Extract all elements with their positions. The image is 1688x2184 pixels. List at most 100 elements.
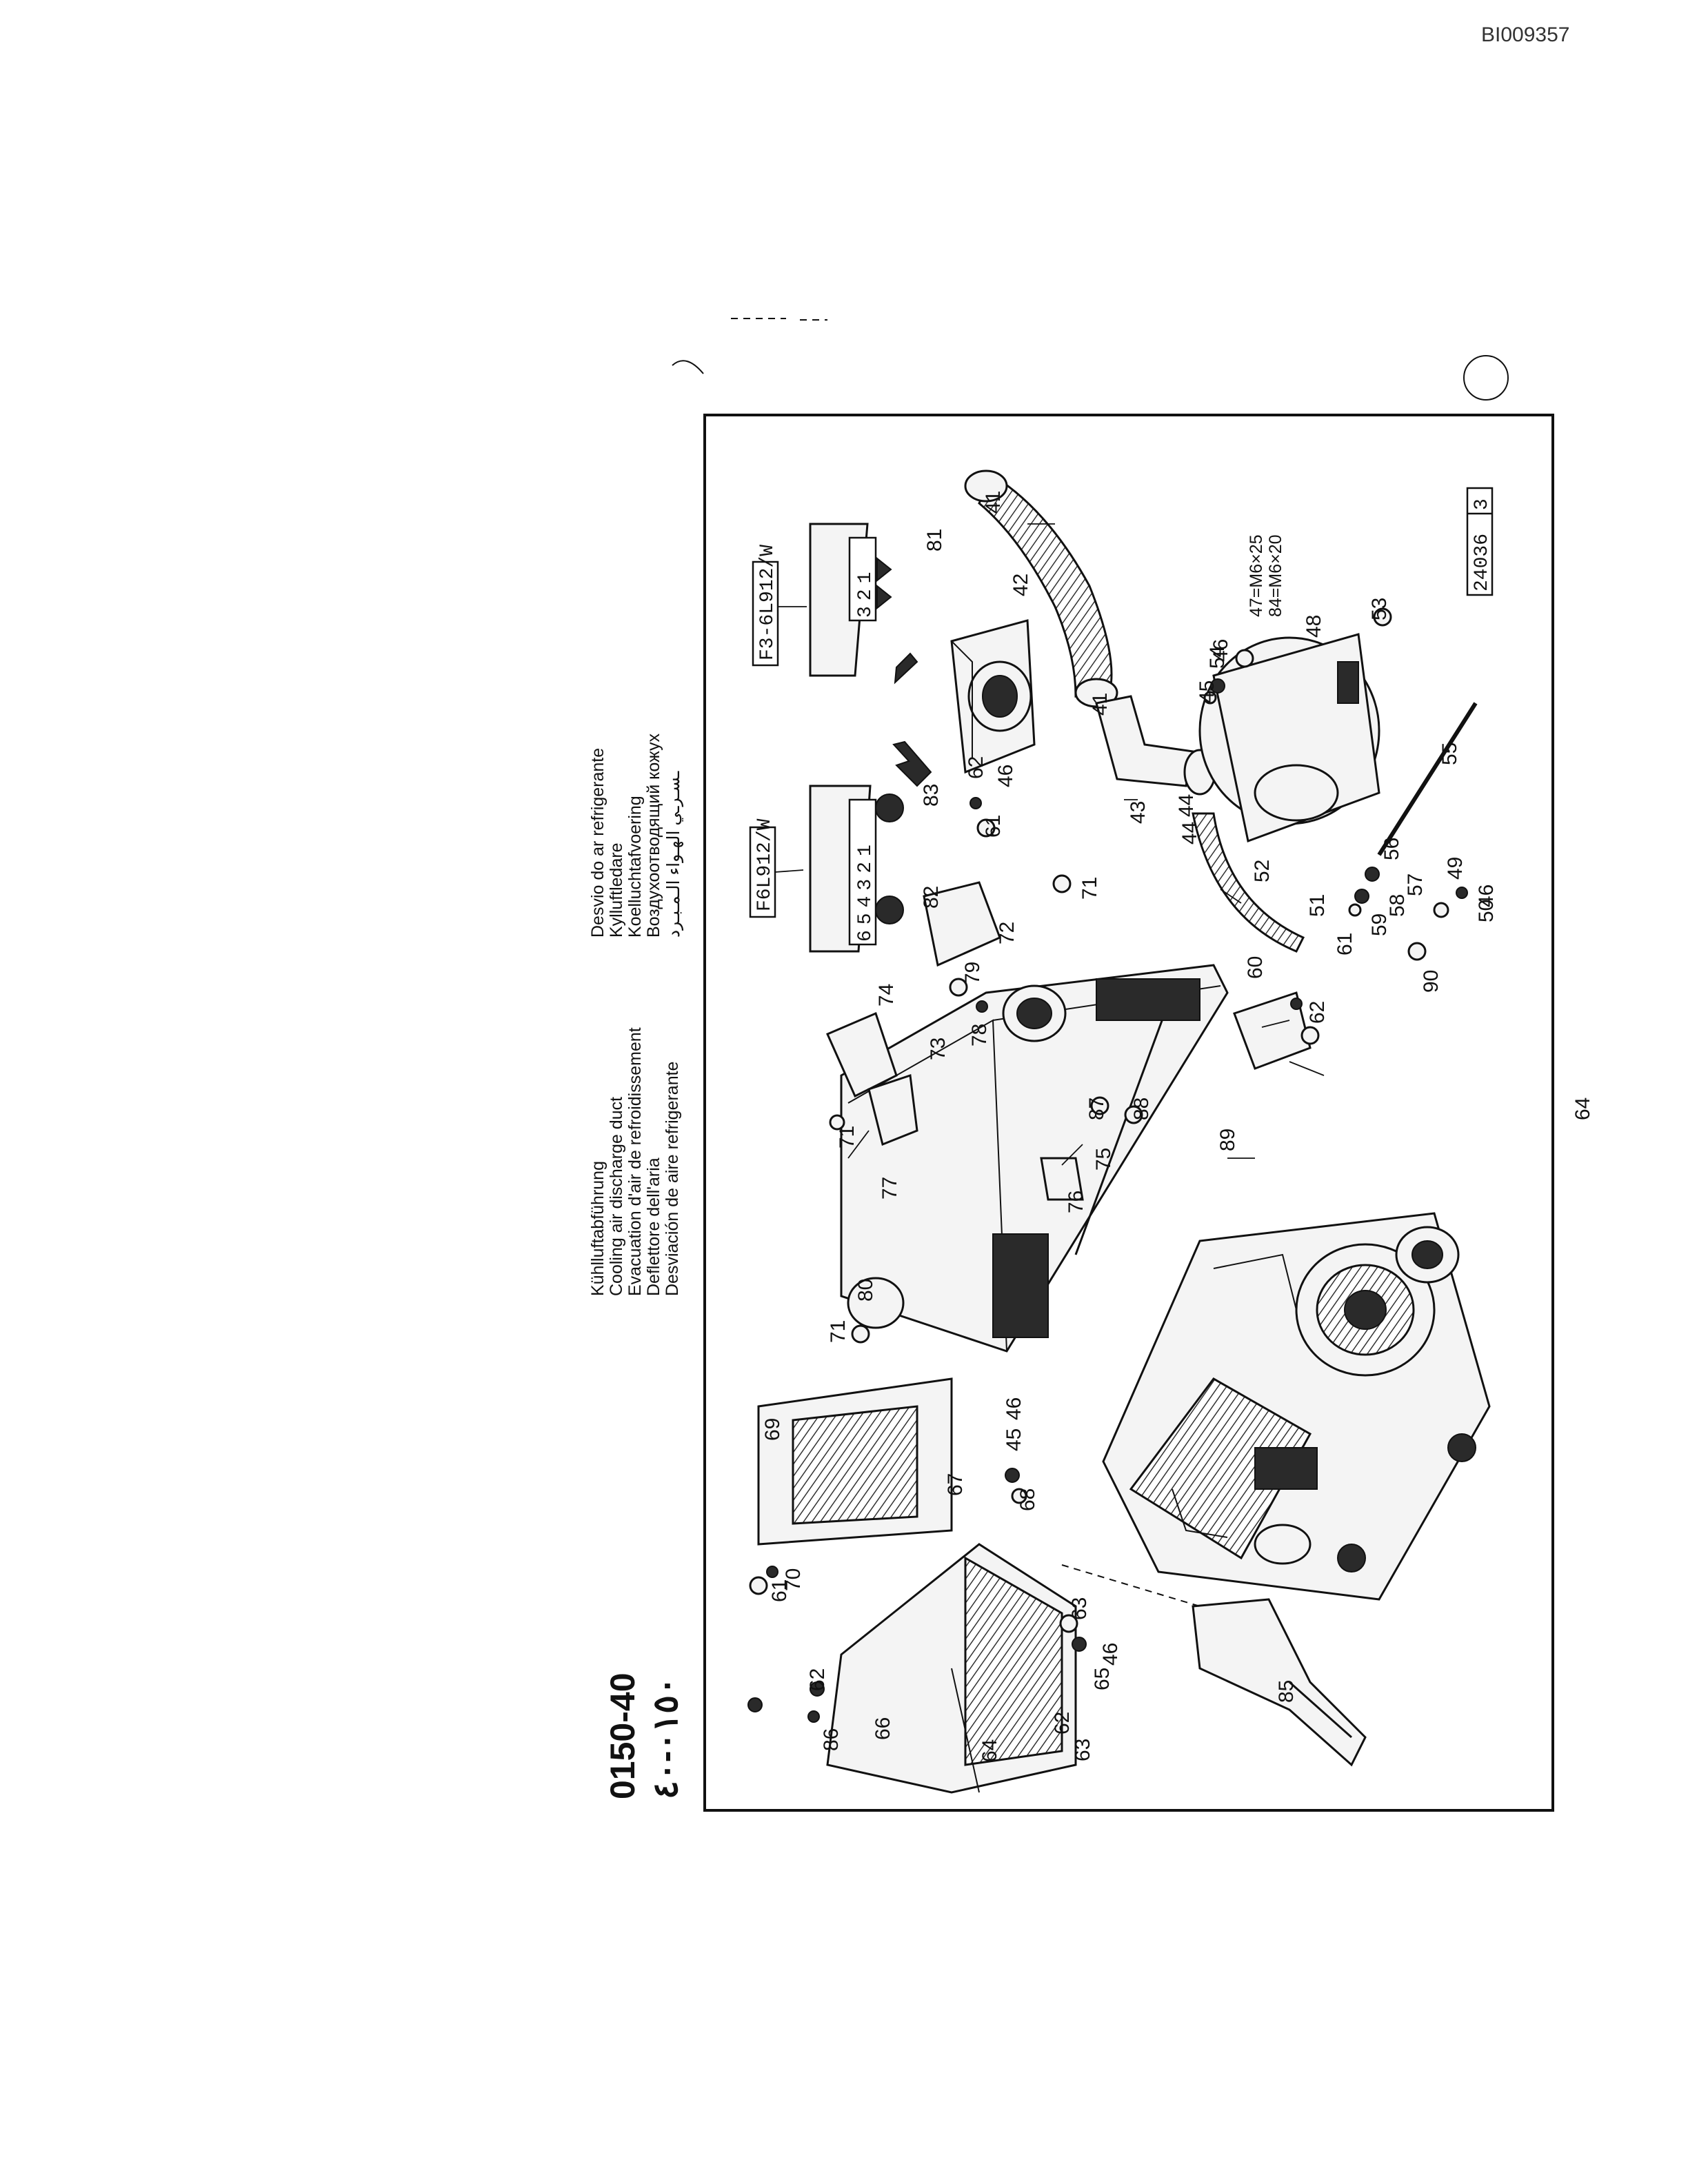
group-number: 0150-40 ٠١٥٠-٤٠ — [603, 1673, 685, 1800]
variant-box-left: F6L912/W — [749, 818, 804, 918]
callout: 44 — [1175, 794, 1198, 817]
flexible-hose — [964, 469, 1118, 708]
title-block-left: Kühlluftabführung Cooling air discharge … — [588, 1027, 682, 1296]
variant-box-right: F3-6L912/W — [752, 545, 807, 667]
title-block-right: Desvio do ar refrigerante Kylluftledare … — [588, 734, 684, 938]
callout: 53 — [1368, 598, 1391, 620]
cover-plate — [923, 881, 1001, 967]
clip-part — [1233, 991, 1312, 1070]
svg-text:٠١٥٠-٤٠: ٠١٥٠-٤٠ — [646, 1677, 685, 1799]
callout: 77 — [878, 1177, 901, 1200]
title-ru: Воздухоотводящий кожух — [644, 734, 663, 938]
callout: 62 — [1051, 1712, 1074, 1735]
title-pt: Desvio do ar refrigerante — [588, 748, 607, 938]
callout: 44 — [1178, 822, 1201, 845]
callout: 52 — [1251, 860, 1274, 882]
title-en: Cooling air discharge duct — [607, 1097, 626, 1296]
arrow-icon — [894, 652, 918, 685]
callout: 61 — [982, 815, 1005, 838]
title-de: Kühlluftabführung — [588, 1161, 607, 1296]
callout: 55 — [1438, 742, 1461, 765]
callout: 78 — [968, 1024, 991, 1046]
callout: 46 — [1099, 1643, 1122, 1666]
callout: 63 — [1068, 1597, 1091, 1620]
callout: 46 — [994, 765, 1017, 787]
diagram-frame — [703, 414, 1554, 1812]
bracket-upper — [826, 1011, 898, 1098]
callout: 46 — [1209, 639, 1232, 662]
callout: 64 — [978, 1739, 1001, 1762]
callout: 67 — [944, 1473, 967, 1496]
title-ar: ـسـرـي الهـواء الـمـبـرد — [664, 771, 684, 938]
callout: 85 — [1275, 1680, 1298, 1703]
engine-block — [1102, 1212, 1491, 1601]
fan-shroud — [1198, 633, 1380, 843]
callout: 58 — [1386, 894, 1409, 917]
scan-marks — [672, 318, 1509, 401]
callout: 65 — [1091, 1668, 1114, 1690]
callout: 71 — [827, 1320, 850, 1343]
callout: 68 — [1016, 1488, 1039, 1511]
callout: 48 — [1303, 615, 1325, 638]
air-guide-lower — [826, 1543, 1077, 1794]
callout: 43 — [1127, 801, 1149, 824]
end-cover — [847, 1277, 905, 1329]
svg-text:F6L912/W: F6L912/W — [754, 818, 776, 911]
svg-text:F3-6L912/W: F3-6L912/W — [757, 545, 778, 660]
svg-text:84=M6×20: 84=M6×20 — [1266, 534, 1285, 617]
title-nl: Koelluchtafvoering — [625, 796, 645, 938]
callout: 41 — [982, 491, 1005, 514]
callout: 74 — [875, 984, 898, 1007]
callout: 89 — [1216, 1129, 1239, 1151]
callout: 63 — [1072, 1739, 1094, 1761]
svg-text:24036: 24036 — [1471, 534, 1493, 592]
air-guide-upper — [757, 1377, 953, 1546]
callout: 49 — [1444, 857, 1467, 880]
title-es: Desviación de aire refrigerante — [663, 1062, 682, 1296]
tension-rod — [1377, 702, 1478, 856]
callout: 51 — [1306, 894, 1329, 917]
mounting-bracket — [1192, 1598, 1367, 1767]
hose-short — [1040, 1157, 1084, 1201]
svg-text:47=M6×25: 47=M6×25 — [1247, 534, 1266, 617]
svg-text:654321: 654321 — [855, 839, 876, 942]
callout: 79 — [961, 962, 984, 984]
callout: 57 — [1404, 873, 1427, 896]
callout: 60 — [1244, 956, 1267, 979]
callout: 76 — [1065, 1191, 1087, 1213]
callout: 56 — [1380, 838, 1403, 860]
callout: 88 — [1130, 1098, 1153, 1120]
callout: 61 — [1334, 933, 1356, 956]
callout-numbers: 41 41 42 43 44 44 45 45 46 46 46 46 46 4… — [761, 491, 1498, 1762]
title-fr: Evacuation d'air de refroidissement — [625, 1027, 645, 1296]
callout: 75 — [1092, 1148, 1115, 1171]
document-id: BI009357 — [1481, 23, 1570, 46]
callout: 71 — [1078, 877, 1101, 900]
callout: 61 — [768, 1579, 791, 1602]
callout: 59 — [1368, 913, 1391, 936]
callout: 90 — [1420, 970, 1443, 993]
manifold-piece — [950, 619, 1036, 774]
bracket-lower — [867, 1073, 918, 1146]
callout: 46 — [1003, 1397, 1025, 1420]
svg-text:3: 3 — [1471, 498, 1493, 510]
title-it: Deflettore dell'aria — [644, 1157, 663, 1296]
cylinder-marker-right: 321 — [809, 523, 892, 677]
title-sv: Kylluftledare — [607, 842, 626, 938]
svg-text:0150-40: 0150-40 — [603, 1673, 642, 1800]
callout: 45 — [1003, 1428, 1025, 1451]
figure-reference: 24036 3 — [1466, 487, 1494, 596]
shroud-strap — [1192, 812, 1305, 953]
callout: 45 — [1196, 680, 1218, 703]
page-number: 64 — [1571, 1098, 1594, 1120]
callout: 87 — [1085, 1098, 1108, 1120]
callout: 62 — [965, 756, 987, 779]
callout: 70 — [782, 1568, 805, 1591]
screw-notes: 47=M6×25 84=M6×20 — [1247, 534, 1285, 617]
callout: 73 — [927, 1038, 950, 1060]
air-duct-main — [840, 964, 1229, 1353]
callout: 86 — [820, 1728, 843, 1751]
callout: 69 — [761, 1418, 784, 1441]
svg-text:321: 321 — [855, 567, 876, 618]
